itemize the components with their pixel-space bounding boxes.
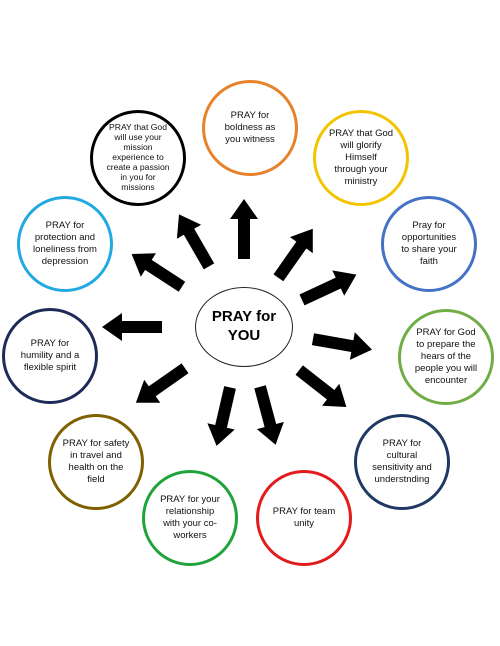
node-relationship: PRAY for your relationship with your co-…	[142, 470, 238, 566]
arrow-boldness	[230, 199, 258, 259]
arrow-relationship	[207, 386, 236, 446]
arrow-cultural	[295, 365, 347, 407]
center-label: PRAY for YOU	[211, 308, 277, 344]
node-prepare: PRAY for God to prepare the hears of the…	[398, 309, 494, 405]
node-protection: PRAY for protection and loneliness from …	[17, 196, 113, 292]
node-relationship-label: PRAY for your relationship with your co-…	[160, 494, 220, 541]
arrow-prepare	[311, 332, 372, 360]
node-team-label: PRAY for team unity	[272, 506, 336, 529]
node-safety-label: PRAY for safety in travel and health on …	[62, 438, 130, 485]
arrow-protection	[131, 253, 186, 292]
node-glorify: PRAY that God will glorify Himself throu…	[313, 110, 409, 206]
node-boldness: PRAY for boldness as you witness	[202, 80, 298, 176]
node-opportunities: Pray for opportunities to share your fai…	[381, 196, 477, 292]
node-passion: PRAY that God will use your mission expe…	[90, 110, 186, 206]
node-protection-label: PRAY for protection and loneliness from …	[33, 220, 97, 267]
node-opportunities-label: Pray for opportunities to share your fai…	[401, 220, 457, 267]
node-cultural: PRAY for cultural sensitivity and unders…	[354, 414, 450, 510]
arrow-safety	[135, 363, 189, 403]
arrow-team	[254, 385, 284, 445]
arrow-humility	[102, 313, 162, 341]
node-cultural-label: PRAY for cultural sensitivity and unders…	[372, 438, 432, 485]
node-glorify-label: PRAY that God will glorify Himself throu…	[328, 128, 394, 187]
arrow-opportunities	[299, 270, 357, 306]
node-passion-label: PRAY that God will use your mission expe…	[106, 122, 170, 192]
node-boldness-label: PRAY for boldness as you witness	[224, 110, 276, 145]
node-team: PRAY for team unity	[256, 470, 352, 566]
center-circle: PRAY for YOU	[195, 287, 293, 367]
arrow-glorify	[273, 228, 313, 282]
arrow-passion	[176, 214, 215, 270]
node-prepare-label: PRAY for God to prepare the hears of the…	[414, 327, 478, 386]
node-safety: PRAY for safety in travel and health on …	[48, 414, 144, 510]
node-humility-label: PRAY for humility and a flexible spirit	[20, 338, 80, 373]
node-humility: PRAY for humility and a flexible spirit	[2, 308, 98, 404]
